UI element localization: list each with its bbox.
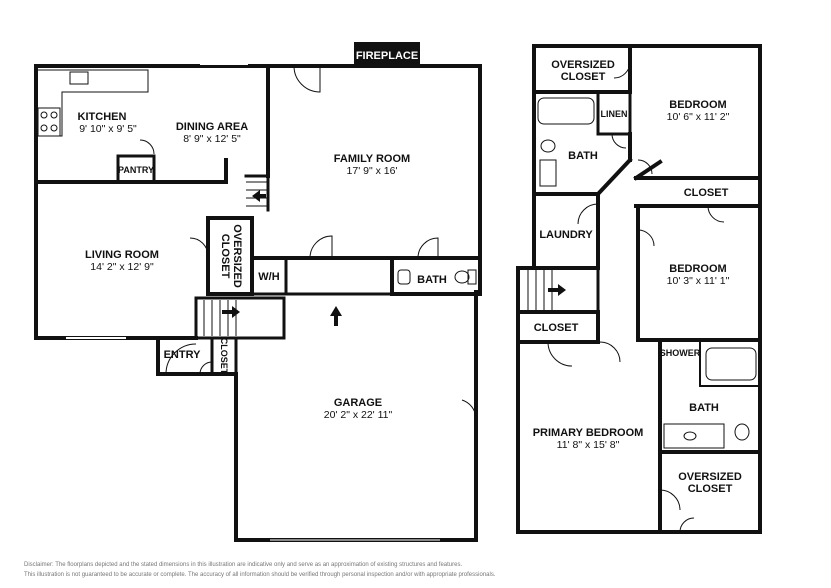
svg-text:CLOSET: CLOSET [219, 338, 229, 375]
family-room-dim: 17' 9" x 16' [347, 165, 398, 177]
first-floor [34, 64, 482, 542]
fireplace [354, 42, 420, 66]
svg-text:CLOSET: CLOSET [561, 71, 606, 83]
disclaimer-line-2: This illustration is not guaranteed to b… [24, 572, 496, 578]
second-floor-arrows [548, 284, 566, 296]
shower-label: SHOWER [660, 348, 701, 358]
oversized-closet-primary-label: OVERSIZED CLOSET [678, 471, 742, 495]
living-room-dim: 14' 2" x 12' 9" [90, 261, 154, 273]
entry-closet-label: CLOSET [219, 338, 229, 375]
svg-text:OVERSIZED: OVERSIZED [551, 59, 615, 71]
primary-bedroom-label: PRIMARY BEDROOM [533, 427, 644, 439]
living-room-label: LIVING ROOM [85, 249, 159, 261]
dining-label: DINING AREA [176, 121, 248, 133]
kitchen-label: KITCHEN [78, 111, 127, 123]
kitchen-dim: 9' 10" x 9' 5" [79, 123, 137, 135]
stair-arrow-icon [558, 284, 566, 296]
closet-up2-label: CLOSET [534, 322, 579, 334]
laundry-label: LAUNDRY [539, 229, 593, 241]
entry-label: ENTRY [164, 349, 202, 361]
second-floor-fixtures [527, 61, 757, 533]
oversized-closet-main-label: OVERSIZED CLOSET [219, 224, 243, 288]
closet-up1-label: CLOSET [684, 187, 729, 199]
garage-label: GARAGE [334, 397, 382, 409]
main-bath-label: BATH [417, 274, 447, 286]
bedroom2-label: BEDROOM [669, 263, 726, 275]
svg-text:CLOSET: CLOSET [219, 234, 231, 279]
stair-arrows [222, 190, 342, 326]
bedroom1-label: BEDROOM [669, 99, 726, 111]
primary-bedroom-dim: 11' 8" x 15' 8" [557, 439, 620, 451]
second-floor [516, 44, 762, 534]
disclaimer-line-1: Disclaimer: The floorplans depicted and … [24, 562, 463, 568]
stair-arrow-icon [252, 190, 260, 202]
bedroom2-dim: 10' 3" x 11' 1" [667, 275, 730, 287]
svg-text:OVERSIZED: OVERSIZED [231, 224, 243, 288]
stair-arrow-icon [232, 306, 240, 318]
bedroom1-dim: 10' 6" x 11' 2" [667, 111, 730, 123]
garage-dim: 20' 2" x 22' 11" [324, 409, 393, 421]
garage-arrow-icon [330, 306, 342, 316]
family-room-label: FAMILY ROOM [334, 153, 410, 165]
pantry-label: PANTRY [118, 165, 154, 175]
oversized-closet-up-label: OVERSIZED CLOSET [551, 59, 615, 83]
svg-text:CLOSET: CLOSET [688, 483, 733, 495]
first-floor-fixtures [37, 63, 477, 541]
bath-up-label: BATH [568, 150, 598, 162]
dining-dim: 8' 9" x 12' 5" [183, 133, 241, 145]
linen-label: LINEN [601, 109, 628, 119]
wh-label: W/H [258, 271, 279, 283]
primary-bath-label: BATH [689, 402, 719, 414]
fireplace-label: FIREPLACE [356, 50, 418, 62]
svg-text:OVERSIZED: OVERSIZED [678, 471, 742, 483]
